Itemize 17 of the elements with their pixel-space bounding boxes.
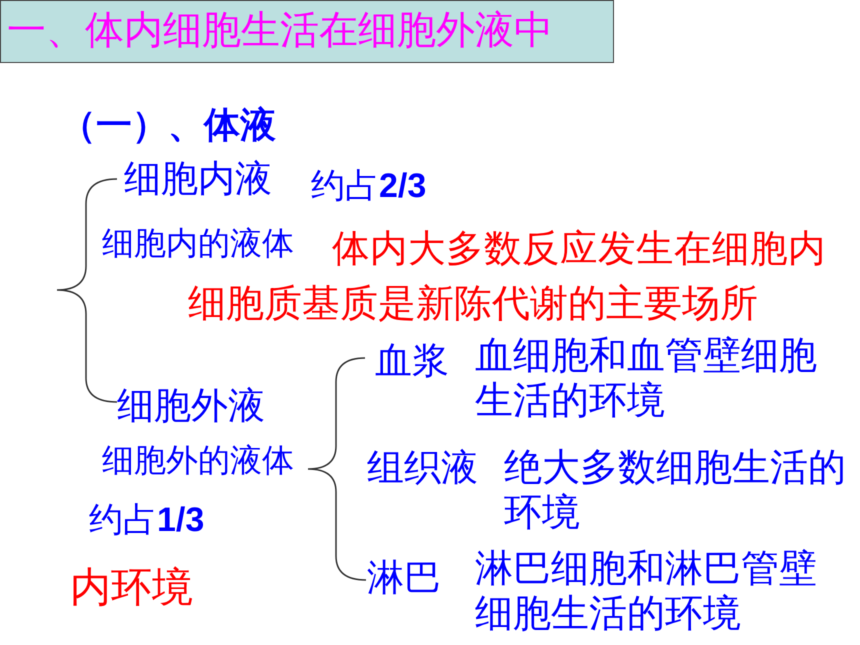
category-label: 血浆 [375, 339, 449, 383]
category-label: 细胞外液 [117, 384, 265, 428]
description-text: 淋巴细胞和淋巴管壁细胞生活的环境 [475, 547, 818, 637]
definition-text: 细胞外的液体 [102, 442, 294, 480]
title-banner: 一、体内细胞生活在细胞外液中 [0, 0, 614, 63]
definition-text: 细胞内的液体 [102, 225, 294, 263]
description-text: 血细胞和血管壁细胞生活的环境 [475, 334, 818, 424]
proportion-text: 约占1/3 [89, 500, 204, 540]
description-text: 绝大多数细胞生活的环境 [504, 446, 847, 536]
category-label: 淋巴 [367, 556, 441, 600]
proportion-text: 约占2/3 [311, 166, 426, 206]
category-label: 组织液 [367, 446, 478, 490]
description-text: 体内大多数反应发生在细胞内 [332, 226, 826, 270]
category-label: 细胞内液 [124, 157, 272, 201]
section-heading: （一）、体液 [60, 104, 276, 146]
description-text: 细胞质基质是新陈代谢的主要场所 [188, 282, 758, 327]
key-term: 内环境 [70, 563, 193, 612]
